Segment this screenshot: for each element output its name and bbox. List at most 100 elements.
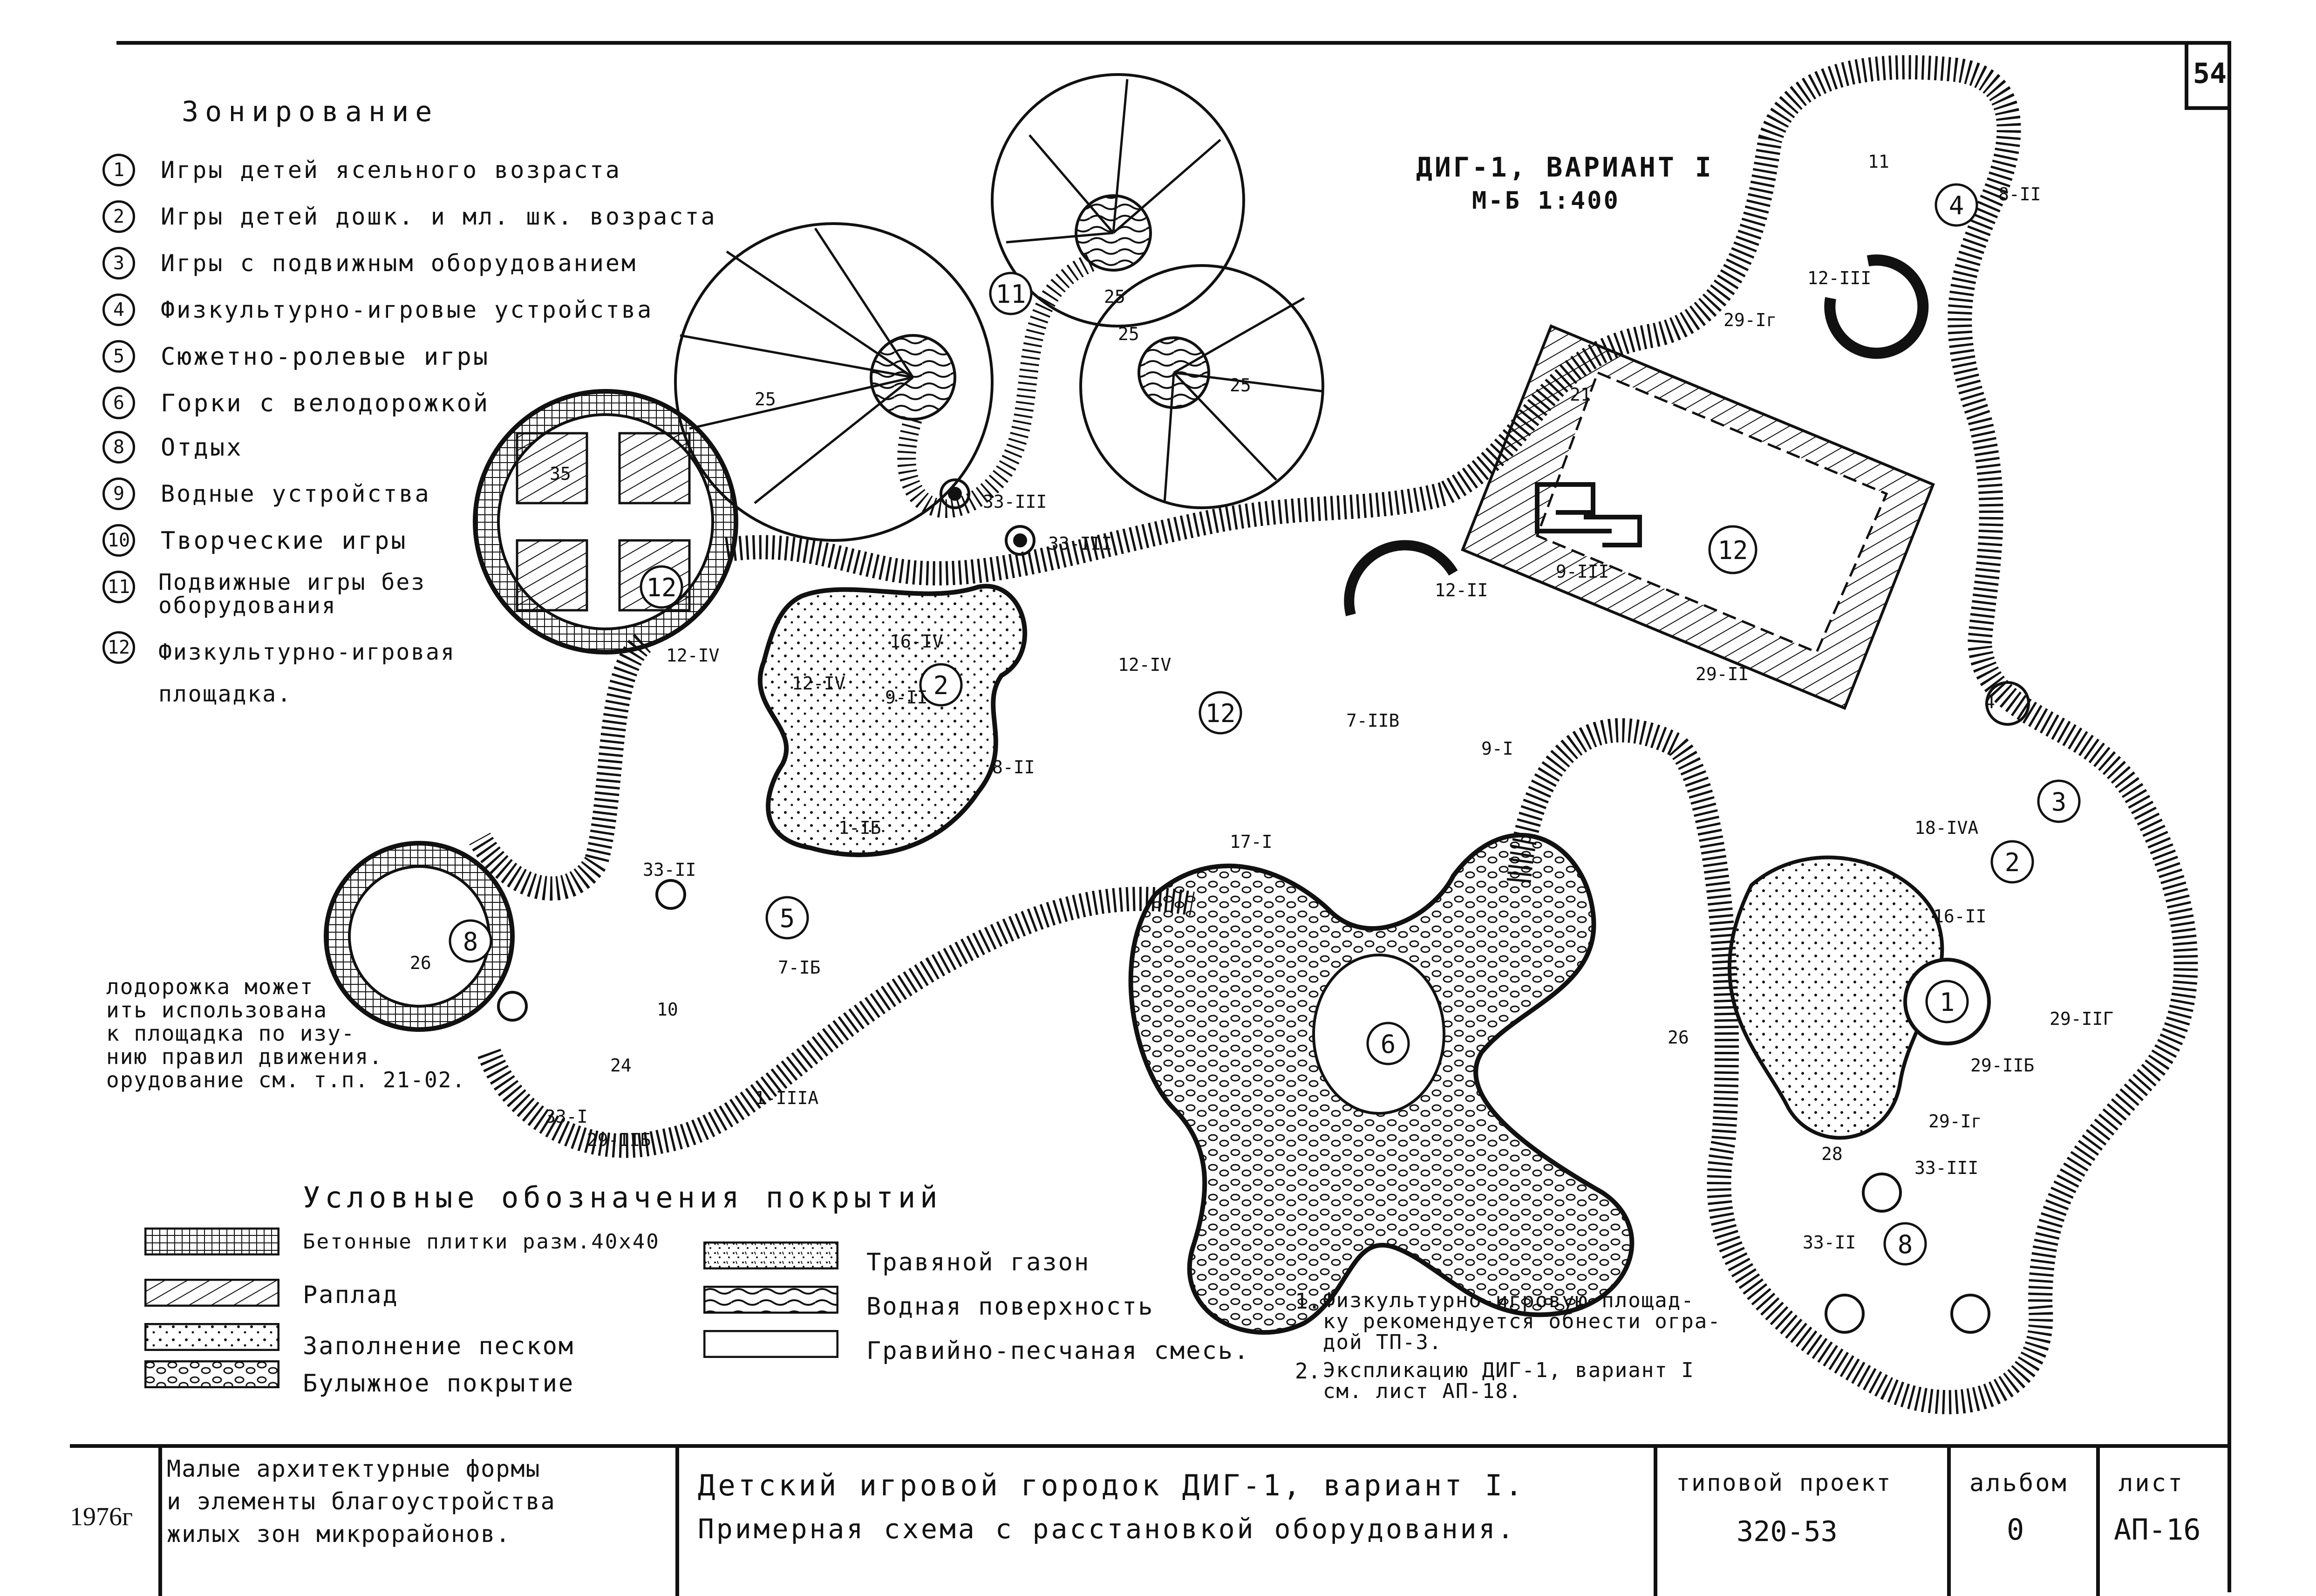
zone-marker-9: 11	[989, 272, 1033, 315]
equipment-label: 10	[657, 999, 678, 1020]
covering-label: Гравийно-песчаная смесь.	[866, 1337, 1250, 1365]
equipment-label: 29-IIБ	[587, 1130, 651, 1150]
zone-marker-label: 2	[933, 671, 949, 700]
zone-marker-label: 3	[2051, 787, 2067, 817]
zone-6-slides-area	[1128, 832, 1635, 1335]
equipment-label: 16-II	[1933, 906, 1986, 927]
zone-marker-1: 1	[1925, 980, 1969, 1023]
zone-marker-label: 8	[463, 927, 478, 956]
equipment-label: 12-II	[1435, 580, 1488, 600]
equipment-labels: 25 25 25 25 33-III 33-III 12-IV 12-IV 12…	[410, 151, 2113, 1253]
swatch-sand	[144, 1323, 279, 1351]
zone-10-creative-area	[473, 389, 738, 655]
title-line: Детский игровой городок ДИГ-1, вариант I…	[698, 1468, 1526, 1502]
covering-label: Водная поверхность	[866, 1293, 1154, 1321]
zone-marker-8-left: 8	[449, 919, 492, 963]
zone-marker-label: 6	[1381, 1030, 1396, 1059]
swatch-concrete-tiles	[144, 1228, 279, 1255]
equipment-label: 25	[1118, 324, 1139, 344]
covering-label: Бетонные плитки разм.40х40	[303, 1230, 660, 1254]
project-value: 320-53	[1737, 1515, 1838, 1548]
note-line: Физкультурно-игровую площад-	[1323, 1289, 1695, 1312]
equipment-label: 29-IIГ	[2050, 1009, 2113, 1029]
equipment-symbols	[497, 254, 2030, 1334]
note-line: нию правил движения.	[106, 1044, 383, 1069]
note-line: дой ТП-3.	[1323, 1330, 1443, 1354]
zone-marker-11: 12	[1199, 691, 1242, 735]
zoning-num: 4	[102, 293, 135, 326]
equipment-label: 1-IIIА	[755, 1088, 818, 1108]
zoning-item: Отдых	[161, 434, 243, 462]
equipment-label: 7-IБ	[778, 957, 821, 978]
zoning-num: 9	[102, 477, 135, 510]
equipment-label: 26	[410, 953, 431, 973]
equipment-label: 9-II	[885, 687, 928, 708]
zoning-item: Сюжетно-ролевые игры	[161, 343, 490, 371]
equipment-label: 33-III	[1048, 533, 1112, 554]
note-number: 2.	[1295, 1358, 1321, 1384]
plan-title: ДИГ-1, ВАРИАНТ I	[1416, 151, 1714, 183]
zoning-num: 10	[102, 524, 135, 557]
note-line: к площадка по изу-	[106, 1021, 355, 1046]
swatch-grass	[703, 1241, 838, 1269]
zone-8-rest-area-left	[324, 841, 515, 1032]
equipment-label: 18-IVА	[1914, 818, 1978, 838]
zone-marker-6: 6	[1366, 1022, 1410, 1065]
zoning-item: Физкультурно-игровая площадка.	[158, 639, 456, 707]
series-cell: Малые архитектурные формы и элементы бла…	[158, 1448, 674, 1596]
zone-marker-label: 2	[2005, 848, 2020, 877]
frame-right-line	[2227, 41, 2231, 1592]
zone-marker-label: 12	[646, 573, 676, 602]
swatch-gravel	[703, 1330, 838, 1358]
zoning-num: 12	[102, 631, 135, 664]
equipment-label: 8-II	[1998, 184, 2041, 205]
zoning-num: 11	[102, 571, 135, 603]
album-cell: альбом 0	[1947, 1448, 2095, 1596]
zone-marker-label: 11	[995, 280, 1026, 309]
frame-top-line	[116, 41, 2231, 45]
equipment-label: 29-Iг	[1928, 1111, 1982, 1132]
zone-9-canopy-ribs	[680, 79, 1323, 504]
equipment-label: 12-IV	[1118, 655, 1171, 675]
zone-marker-label: 5	[780, 904, 795, 933]
equipment-label: 33-II	[643, 859, 696, 880]
zoning-item: Подвижные игры без оборудования	[158, 569, 426, 619]
covering-label: Булыжное покрытие	[303, 1370, 575, 1398]
zoning-num: 8	[102, 431, 135, 464]
zoning-item: Творческие игры	[161, 527, 408, 555]
series-line: жилых зон микрорайонов.	[167, 1521, 511, 1548]
equipment-label: 26	[1668, 1027, 1689, 1048]
equipment-label: 9-III	[1556, 561, 1609, 582]
swatch-raplad	[144, 1279, 279, 1307]
project-cell: типовой проект 320-53	[1654, 1448, 1946, 1596]
covering-label: Травяной газон	[866, 1248, 1090, 1276]
zone-marker-3: 3	[2037, 779, 2081, 823]
zoning-num: 5	[102, 340, 135, 373]
zoning-item: Игры детей дошк. и мл. шк. возраста	[161, 203, 717, 230]
zone-marker-4: 4	[1935, 183, 1978, 227]
year: 1976г	[70, 1502, 133, 1531]
project-label: типовой проект	[1676, 1469, 1892, 1496]
zone-marker-label: 1	[1940, 988, 1955, 1017]
equipment-label: 25	[1230, 375, 1251, 396]
album-label: альбом	[1969, 1469, 2068, 1497]
covering-label: Заполнение песком	[303, 1332, 575, 1360]
note-line: см. лист АП-18.	[1323, 1379, 1522, 1403]
zoning-heading: Зонирование	[182, 95, 439, 128]
equipment-label: 21	[1570, 384, 1591, 405]
zone-markers: 11 12 2 12 5 8 6 12 4 3 2 1 8	[449, 183, 2081, 1266]
note-number: 1.	[1295, 1289, 1321, 1314]
zone-12-sports-field	[1461, 324, 1935, 710]
zoning-item: Физкультурно-игровые устройства	[161, 296, 654, 323]
swatch-cobble	[144, 1360, 279, 1388]
zone-marker-8-right: 8	[1883, 1222, 1927, 1266]
title-block: 1976г Малые архитектурные формы и элемен…	[70, 1444, 2231, 1596]
equipment-label: 17-I	[1230, 832, 1273, 852]
note-line: ить использована	[106, 997, 328, 1023]
zone-marker-label: 12	[1205, 699, 1235, 728]
zoning-num: 2	[102, 200, 135, 233]
equipment-label: 35	[550, 464, 571, 484]
zone-marker-label: 4	[1949, 191, 1964, 220]
zone-marker-2: 2	[919, 663, 963, 707]
equipment-label: 12-IV	[666, 645, 719, 666]
